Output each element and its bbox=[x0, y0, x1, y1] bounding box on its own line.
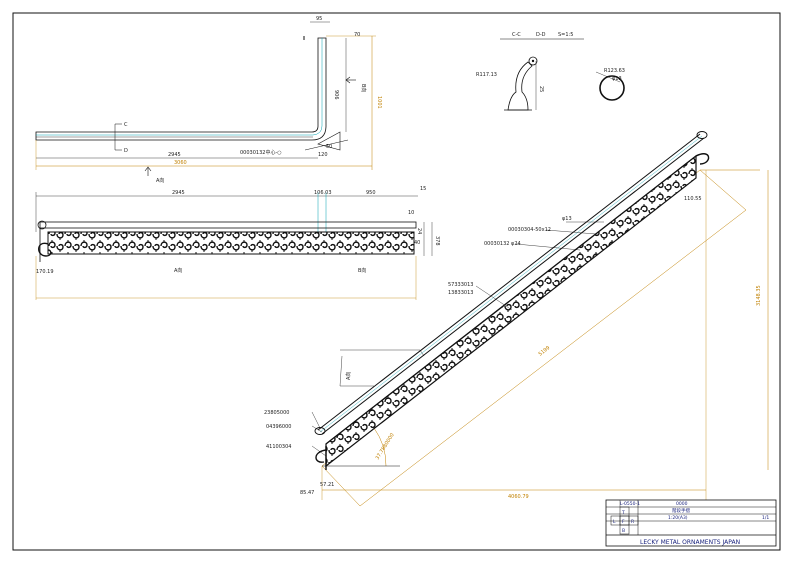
dim-4060: 4060.79 bbox=[508, 494, 529, 500]
section-marker-c: C bbox=[124, 122, 128, 128]
section-detail: C-C D-D S=1:5 R117.13 25 R123.63 φ13 bbox=[476, 32, 625, 111]
tb-cell-b: B bbox=[622, 528, 625, 534]
dim-85: 85.47 bbox=[300, 490, 314, 496]
dim-40: 40 bbox=[414, 240, 420, 246]
radius-117: R117.13 bbox=[476, 72, 497, 78]
dim-120: 120 bbox=[318, 152, 328, 158]
ornamental-panel-front bbox=[47, 231, 415, 255]
title-block: T L F R B L-0550-1 0000 階段手摺 1:20(A3) 1/… bbox=[605, 499, 777, 547]
dim-3148: 3148.35 bbox=[756, 285, 762, 306]
dim-angle: 37.7880000 bbox=[375, 432, 396, 461]
dim-378: 378 bbox=[434, 236, 440, 246]
section-scale: S=1:5 bbox=[558, 32, 573, 38]
part-57333013: 57333013 bbox=[448, 282, 473, 288]
front-view-b-label: B向 bbox=[358, 267, 366, 274]
dim-10: 10 bbox=[408, 210, 414, 216]
tb-company: LECKY METAL ORNAMENTS JAPAN bbox=[640, 539, 740, 546]
ornamental-panel-stair bbox=[325, 154, 697, 468]
view-b-label: B向 bbox=[360, 84, 367, 92]
dia-13: φ13 bbox=[612, 76, 622, 82]
part-23805000: 23805000 bbox=[264, 410, 289, 416]
dim-1001: 1001 bbox=[376, 96, 382, 109]
tb-cell-f: F bbox=[622, 519, 625, 525]
tb-scale: 1:20(A3) bbox=[668, 515, 688, 521]
front-top-rail bbox=[39, 221, 417, 229]
dim-95: 95 bbox=[316, 16, 322, 22]
section-title-dd: D-D bbox=[536, 32, 546, 38]
part-phi13: φ13 bbox=[562, 216, 572, 222]
dim-106: 106.03 bbox=[314, 190, 332, 196]
dim-906: 906 bbox=[333, 90, 339, 100]
tb-cell-r: R bbox=[631, 519, 634, 525]
dim-24: 24 bbox=[416, 228, 422, 234]
dim-5199: 5199 bbox=[538, 345, 552, 358]
front-view: 2945 106.03 950 15 10 24 40 378 170.19 A… bbox=[35, 186, 440, 300]
dim-70: 70 bbox=[354, 32, 360, 38]
section-title-cc: C-C bbox=[512, 32, 521, 38]
part-pipe: 00030132 φ24 bbox=[484, 241, 521, 247]
tb-rev: 0000 bbox=[676, 501, 688, 507]
dim-3060: 3060 bbox=[174, 160, 187, 166]
part-13833013: 13833013 bbox=[448, 290, 473, 296]
part-flat-bar: 00030304-50x12 bbox=[508, 227, 551, 233]
part-label-center: 00030132中心-○ bbox=[240, 149, 282, 156]
stair-view: 110.55 5199 3148.35 4060.79 85.47 57.21 … bbox=[264, 131, 769, 507]
dim-170: 170.19 bbox=[36, 269, 54, 275]
tb-cell-t: T bbox=[621, 510, 625, 516]
dim-57: 57.21 bbox=[320, 482, 334, 488]
dim-15: 15 bbox=[420, 186, 426, 192]
dim-2945-front: 2945 bbox=[172, 190, 185, 196]
tb-name: 階段手摺 bbox=[672, 507, 690, 514]
tb-drawing-no: L-0550-1 bbox=[620, 501, 640, 507]
dim-2945-top: 2945 bbox=[168, 152, 181, 158]
tb-cell-l: L bbox=[613, 519, 616, 525]
top-view: C D A向 B向 95 2945 3060 906 1001 50 120 7… bbox=[35, 16, 382, 184]
view-a-label: A向 bbox=[156, 177, 164, 184]
section-marker-d: D bbox=[124, 148, 128, 154]
front-view-a-label: A向 bbox=[174, 267, 182, 274]
part-04396000: 04396000 bbox=[266, 424, 291, 430]
radius-123: R123.63 bbox=[604, 68, 625, 74]
dim-25: 25 bbox=[538, 86, 544, 92]
stair-section-label: A向 bbox=[345, 372, 352, 380]
rail-section-circle bbox=[528, 56, 538, 66]
tb-sheet: 1/1 bbox=[762, 515, 769, 521]
dim-50: 50 bbox=[326, 144, 332, 150]
part-41100304: 41100304 bbox=[266, 444, 291, 450]
dim-110: 110.55 bbox=[684, 196, 702, 202]
tube-section bbox=[599, 75, 625, 101]
dim-950: 950 bbox=[366, 190, 376, 196]
sheet-border bbox=[12, 12, 781, 551]
